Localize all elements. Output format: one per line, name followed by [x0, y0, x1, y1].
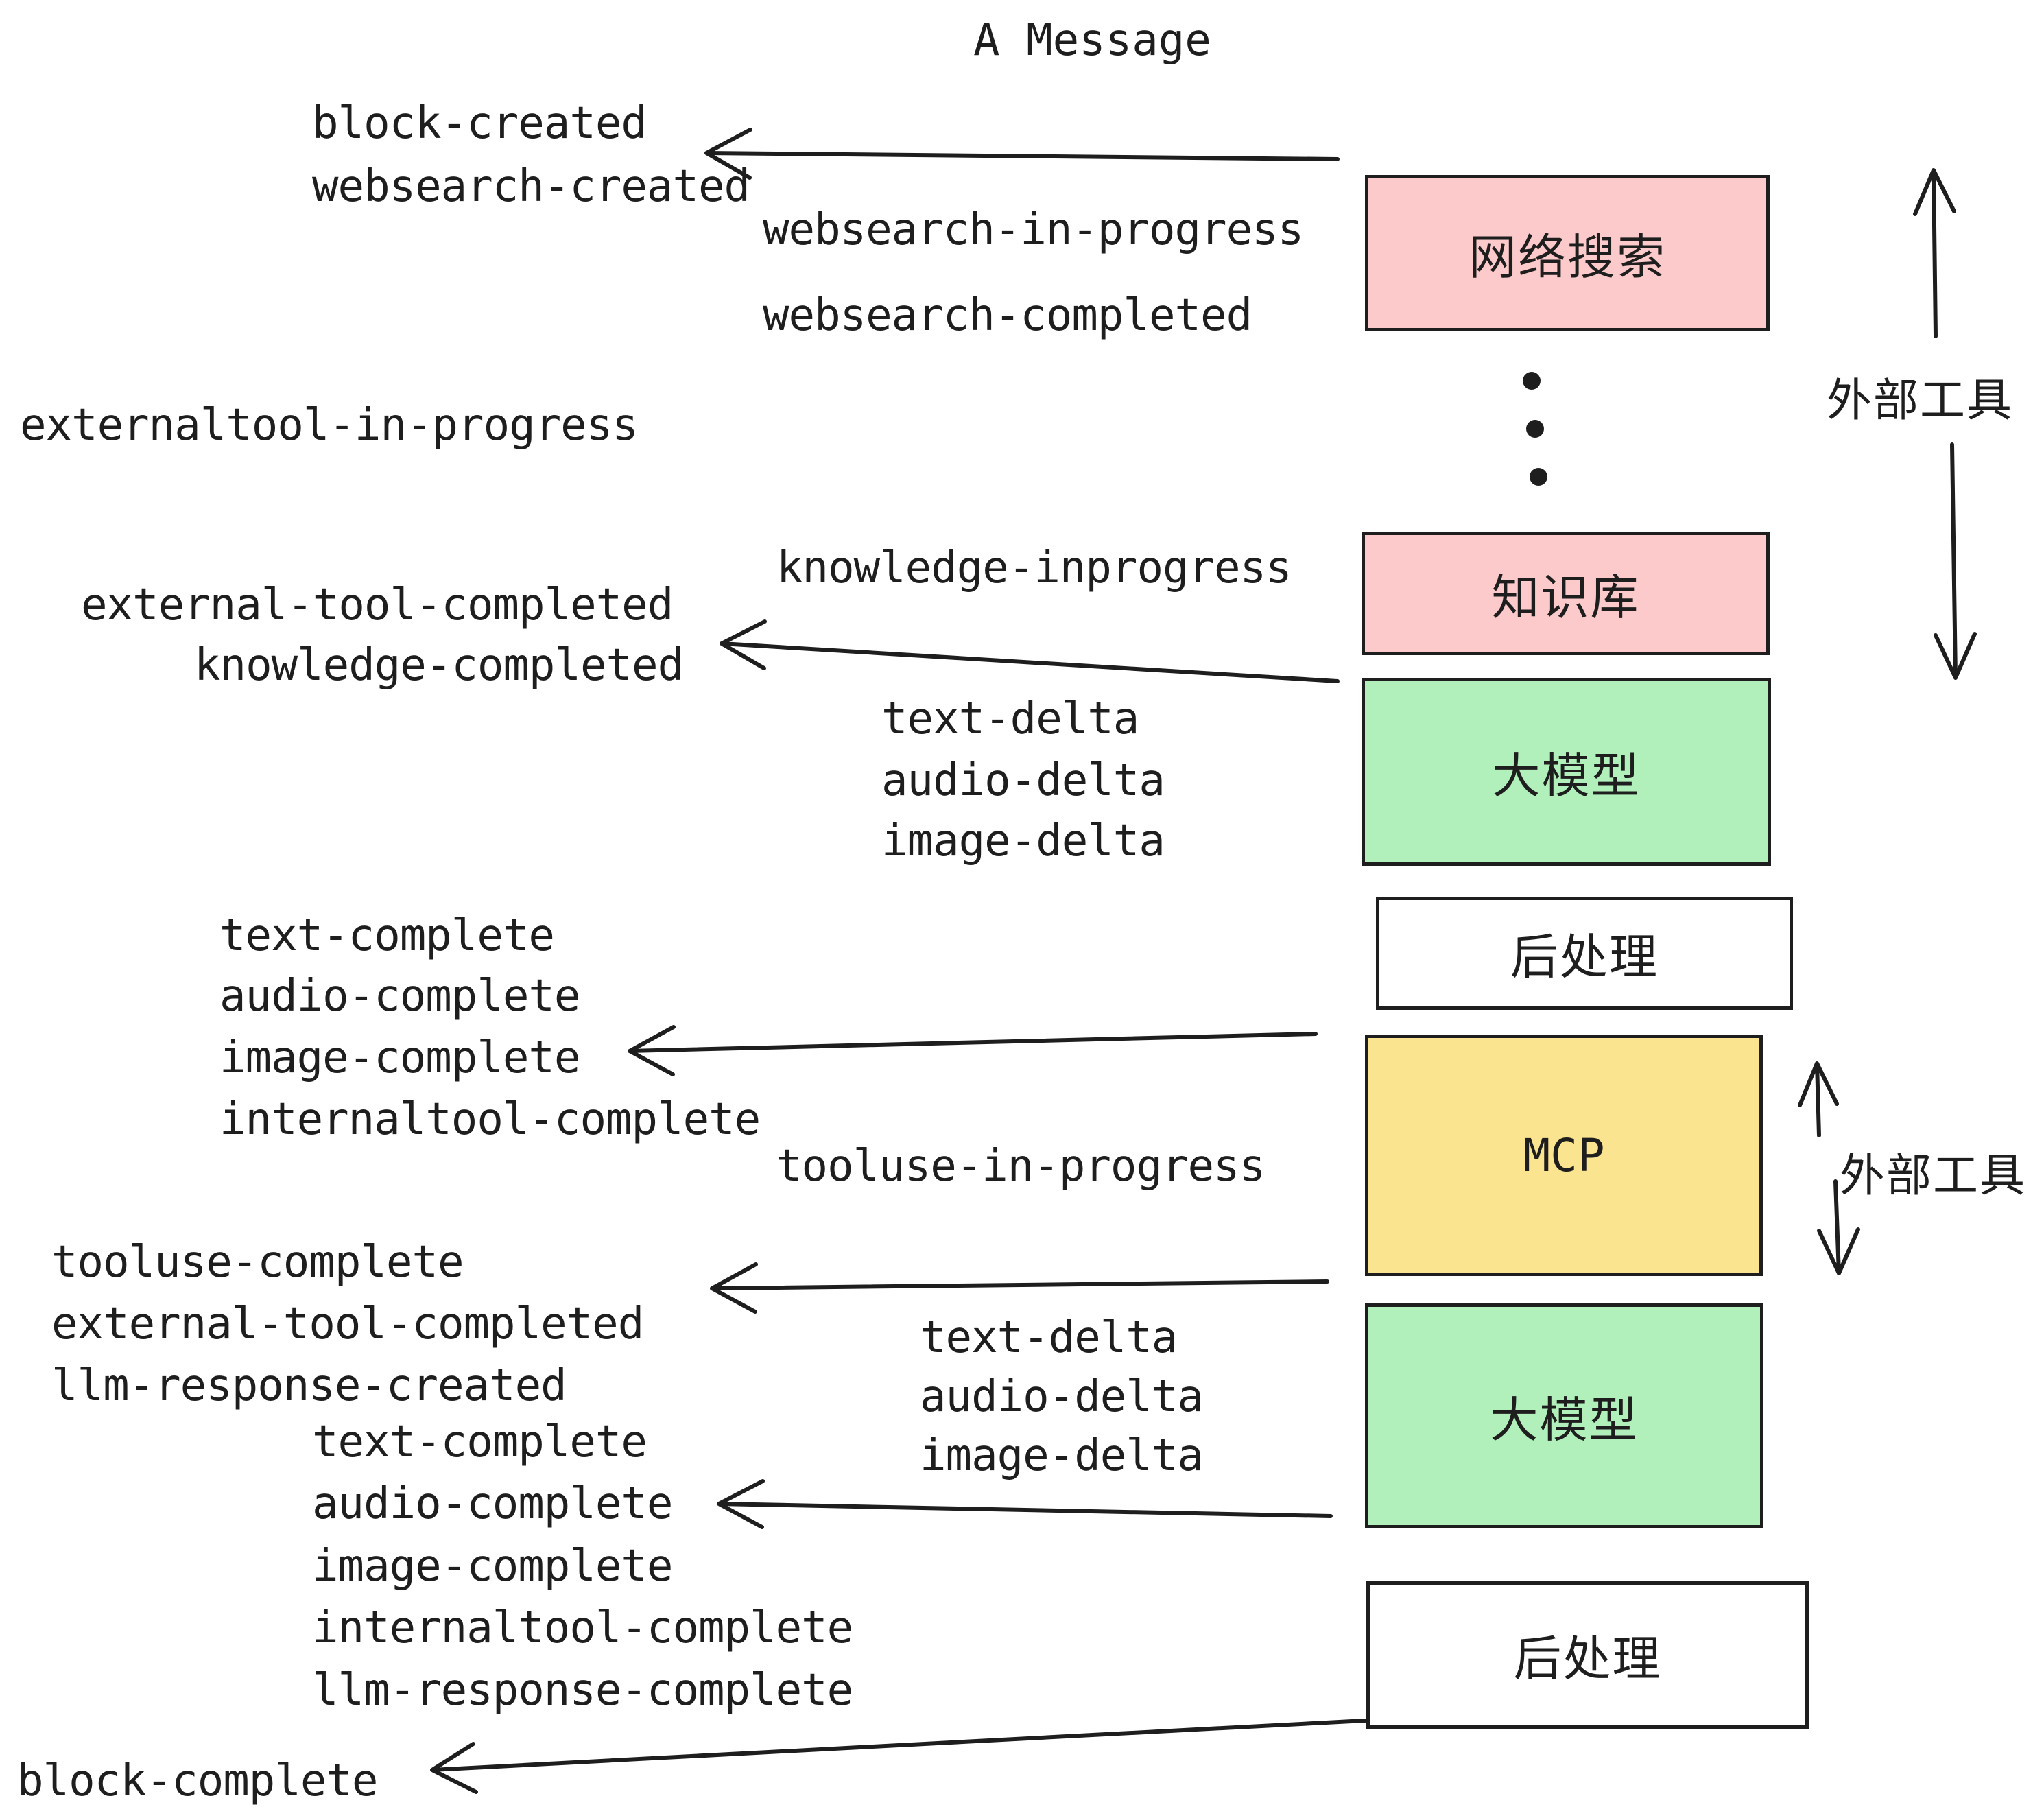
event-label-text-delta-2: text-delta	[920, 1312, 1178, 1363]
external-tools-down-arrow	[1934, 442, 1977, 680]
event-label-audio-delta-1: audio-delta	[881, 755, 1165, 806]
postprocess-box-2-label: 后处理	[1513, 1631, 1662, 1687]
arrow-image-complete	[628, 1025, 1318, 1076]
event-label-knowledge-inprogress: knowledge-inprogress	[776, 543, 1292, 593]
event-label-internaltool-complete-1: internaltool-complete	[219, 1094, 761, 1145]
event-label-knowledge-completed: knowledge-completed	[194, 640, 684, 691]
postprocess-box-1: 后处理	[1376, 897, 1793, 1010]
mcp-external-tools-up-arrow	[1798, 1061, 1839, 1137]
postprocess-box-1-label: 后处理	[1510, 929, 1659, 985]
arrow-block-complete	[430, 1719, 1367, 1794]
llm-box-2: 大模型	[1365, 1303, 1763, 1528]
ellipsis-dots	[1523, 372, 1547, 486]
event-label-image-delta-1: image-delta	[881, 816, 1165, 866]
event-label-text-delta-1: text-delta	[881, 694, 1139, 744]
external-tools-label-top: 外部工具	[1827, 374, 2013, 427]
knowledge-base-box: 知识库	[1362, 532, 1770, 655]
mcp-box-label: MCP	[1523, 1129, 1605, 1182]
llm-box-2-label: 大模型	[1490, 1391, 1639, 1448]
llm-box-1-label: 大模型	[1492, 747, 1641, 804]
event-label-block-complete: block-complete	[17, 1756, 378, 1806]
event-label-text-complete-1: text-complete	[219, 910, 555, 961]
event-label-external-tool-completed-1: external-tool-completed	[81, 580, 674, 630]
event-label-websearch-in-progress: websearch-in-progress	[763, 204, 1304, 255]
event-label-websearch-completed: websearch-completed	[763, 290, 1252, 341]
event-label-audio-delta-2: audio-delta	[920, 1371, 1204, 1422]
event-label-image-complete-2: image-complete	[312, 1541, 673, 1592]
knowledge-base-box-label: 知识库	[1491, 569, 1640, 626]
event-label-audio-complete-1: audio-complete	[219, 971, 580, 1021]
diagram-title: A Message	[973, 15, 1211, 66]
arrow-audio-complete	[717, 1479, 1333, 1529]
websearch-box-label: 网络搜索	[1469, 228, 1666, 285]
llm-box-1: 大模型	[1362, 678, 1771, 866]
mcp-box: MCP	[1365, 1035, 1763, 1276]
external-tools-up-arrow	[1913, 168, 1956, 338]
event-label-internaltool-complete-2: internaltool-complete	[312, 1603, 853, 1653]
arrow-tooluse-complete	[710, 1262, 1329, 1314]
event-label-text-complete-2: text-complete	[312, 1417, 647, 1467]
external-tools-label-mcp: 外部工具	[1840, 1149, 2026, 1202]
event-label-externaltool-in-progress: externaltool-in-progress	[20, 400, 639, 451]
arrow-block-created	[704, 128, 1340, 180]
event-label-external-tool-completed-2: external-tool-completed	[51, 1299, 644, 1349]
event-label-block-created: block-created	[312, 98, 647, 149]
event-label-websearch-created: websearch-created	[312, 161, 750, 212]
event-label-audio-complete-2: audio-complete	[312, 1478, 673, 1529]
arrow-knowledge-completed	[720, 619, 1340, 683]
event-label-tooluse-in-progress: tooluse-in-progress	[776, 1141, 1265, 1192]
event-label-tooluse-complete: tooluse-complete	[51, 1237, 464, 1288]
event-label-image-complete-1: image-complete	[219, 1032, 580, 1083]
event-label-llm-response-created: llm-response-created	[51, 1360, 567, 1411]
postprocess-box-2: 后处理	[1366, 1581, 1809, 1729]
event-label-image-delta-2: image-delta	[920, 1430, 1204, 1481]
event-label-llm-response-complete: llm-response-complete	[312, 1665, 853, 1716]
websearch-box: 网络搜索	[1365, 175, 1770, 331]
